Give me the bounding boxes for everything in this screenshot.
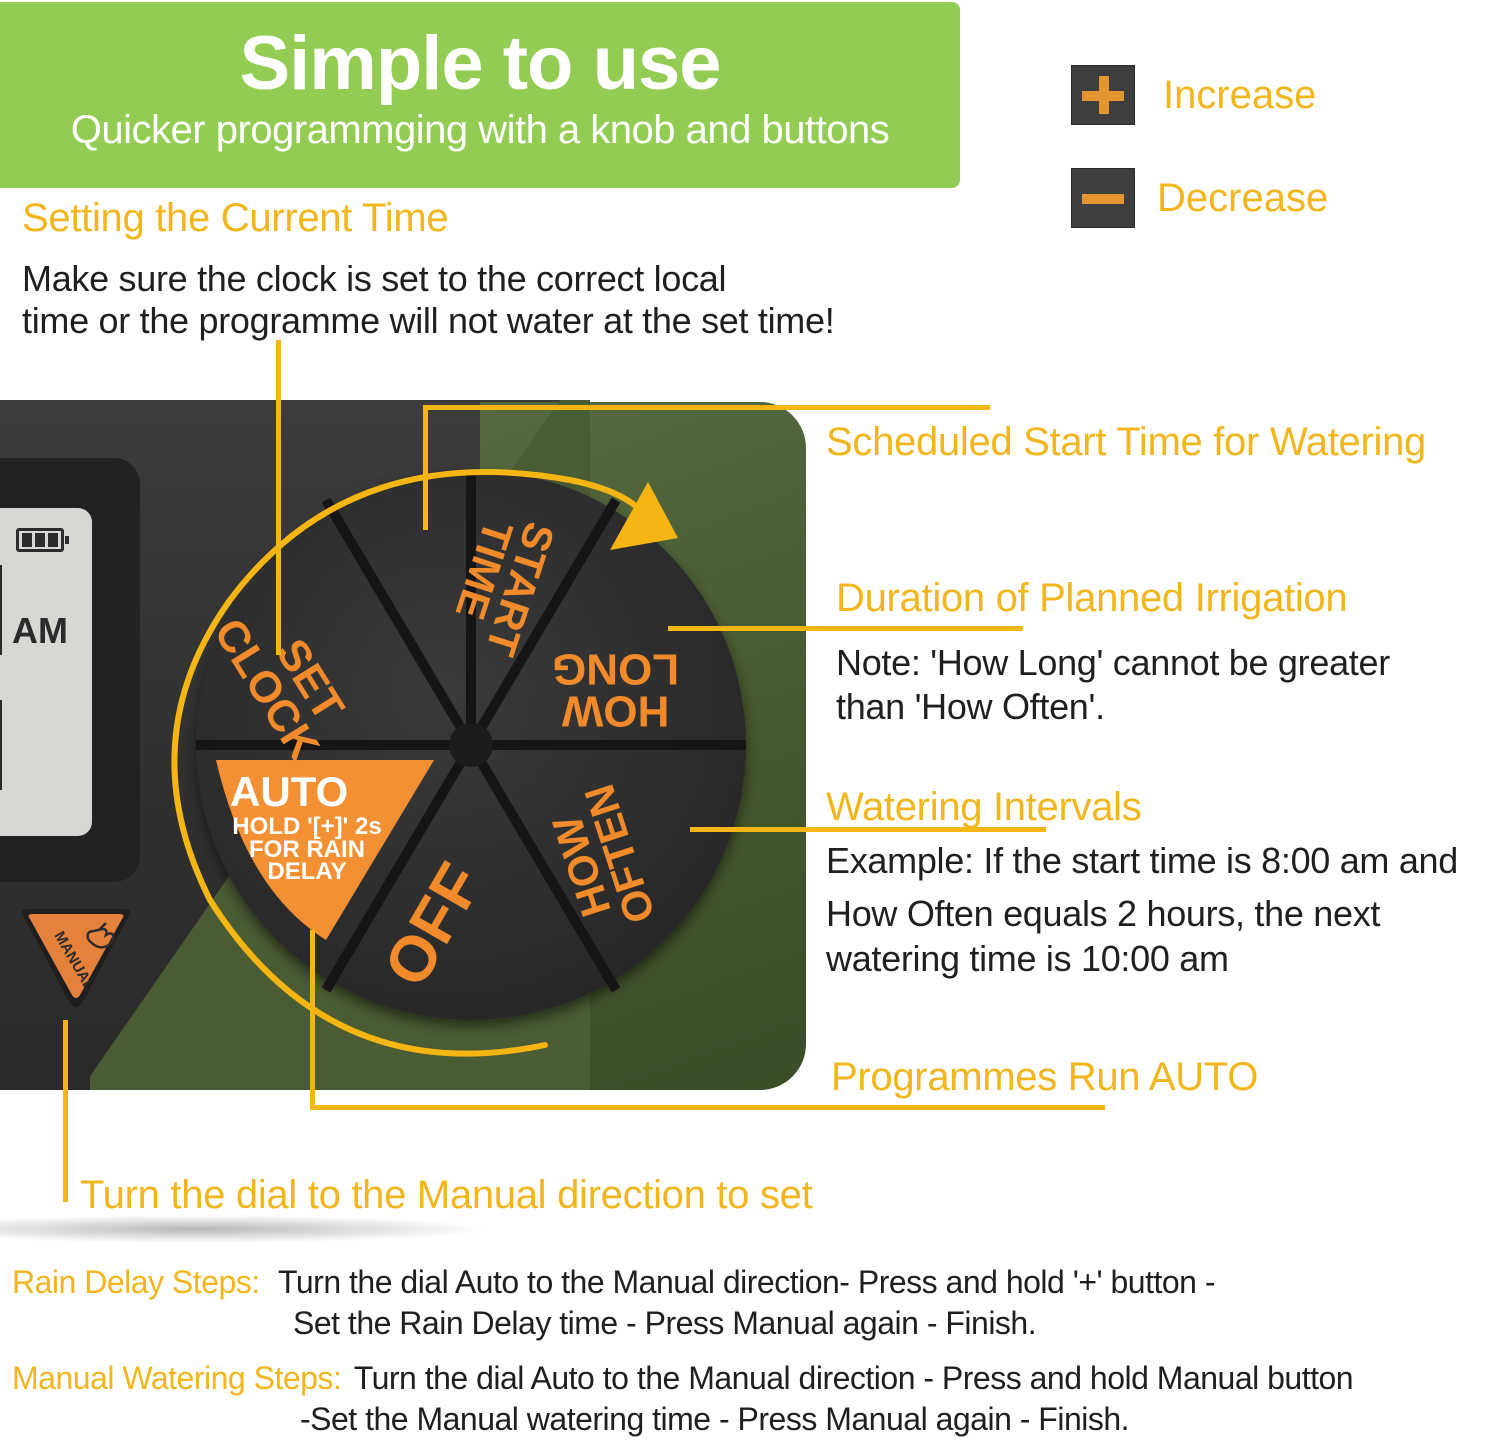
current-time-heading: Setting the Current Time (22, 196, 449, 240)
callout-line-set-clock (276, 340, 281, 655)
battery-icon (16, 528, 69, 552)
legend-increase-label: Increase (1163, 72, 1317, 117)
manual-watering-label: Manual Watering Steps: (12, 1360, 342, 1396)
dial-segment-auto (216, 760, 434, 940)
manual-button[interactable]: MANUAL (16, 905, 136, 1013)
rotation-arrow-icon (171, 469, 678, 1057)
device-shadow (0, 1215, 490, 1243)
intervals-heading: Watering Intervals (826, 785, 1142, 829)
callout-line-auto-horizontal (310, 1105, 1105, 1110)
rain-delay-line1: Turn the dial Auto to the Manual directi… (278, 1264, 1216, 1300)
callout-line-how-often (690, 827, 1046, 832)
banner-title: Simple to use (239, 21, 721, 106)
dial-label-auto[interactable]: AUTO HOLD '[+]' 2s FOR RAIN DELAY (230, 768, 382, 886)
intervals-text-line3: watering time is 10:00 am (826, 938, 1229, 979)
manual-button-shape: MANUAL (21, 909, 131, 1007)
current-time-text-line2: time or the programme will not water at … (22, 300, 835, 341)
program-dial[interactable] (196, 470, 746, 1020)
rain-delay-line2: Set the Rain Delay time - Press Manual a… (293, 1305, 1037, 1341)
duration-text-line2: than 'How Often'. (836, 686, 1105, 727)
hand-pointer-icon (86, 922, 116, 949)
callout-line-start-time-horizontal (423, 405, 990, 410)
callout-line-how-long (668, 626, 1023, 631)
rain-delay-label: Rain Delay Steps: (12, 1264, 260, 1300)
legend-decrease: Decrease (1071, 168, 1328, 228)
duration-heading: Duration of Planned Irrigation (836, 576, 1348, 620)
manual-watering-line1: Turn the dial Auto to the Manual directi… (353, 1360, 1354, 1396)
rain-delay-steps: Rain Delay Steps: Turn the dial Auto to … (12, 1262, 1216, 1302)
callout-line-auto-vertical (310, 930, 315, 1110)
auto-heading: Programmes Run AUTO (831, 1055, 1259, 1099)
legend-decrease-label: Decrease (1157, 175, 1329, 220)
legend-increase: Increase (1071, 65, 1316, 125)
intervals-text-line2: How Often equals 2 hours, the next (826, 893, 1381, 934)
header-banner: Simple to use Quicker programmging with … (0, 2, 960, 188)
manual-heading: Turn the dial to the Manual direction to… (80, 1173, 813, 1217)
plus-icon (1071, 65, 1135, 125)
lcd-digit-segment (0, 700, 2, 790)
banner-subtitle: Quicker programmging with a knob and but… (70, 108, 890, 152)
current-time-text-line1: Make sure the clock is set to the correc… (22, 258, 727, 299)
callout-line-start-time-vertical (423, 405, 428, 530)
minus-icon (1071, 168, 1135, 228)
intervals-text-line1: Example: If the start time is 8:00 am an… (826, 840, 1458, 881)
manual-watering-line2: -Set the Manual watering time - Press Ma… (300, 1401, 1130, 1437)
callout-line-manual (63, 1020, 68, 1202)
dial-segments (196, 470, 746, 993)
duration-text-line1: Note: 'How Long' cannot be greater (836, 642, 1390, 683)
manual-watering-steps: Manual Watering Steps: Turn the dial Aut… (12, 1358, 1354, 1398)
lcd-am-label: AM (12, 610, 68, 651)
lcd-digit-segment (0, 565, 2, 655)
start-time-heading: Scheduled Start Time for Watering (826, 420, 1427, 464)
lcd-screen (0, 508, 92, 836)
